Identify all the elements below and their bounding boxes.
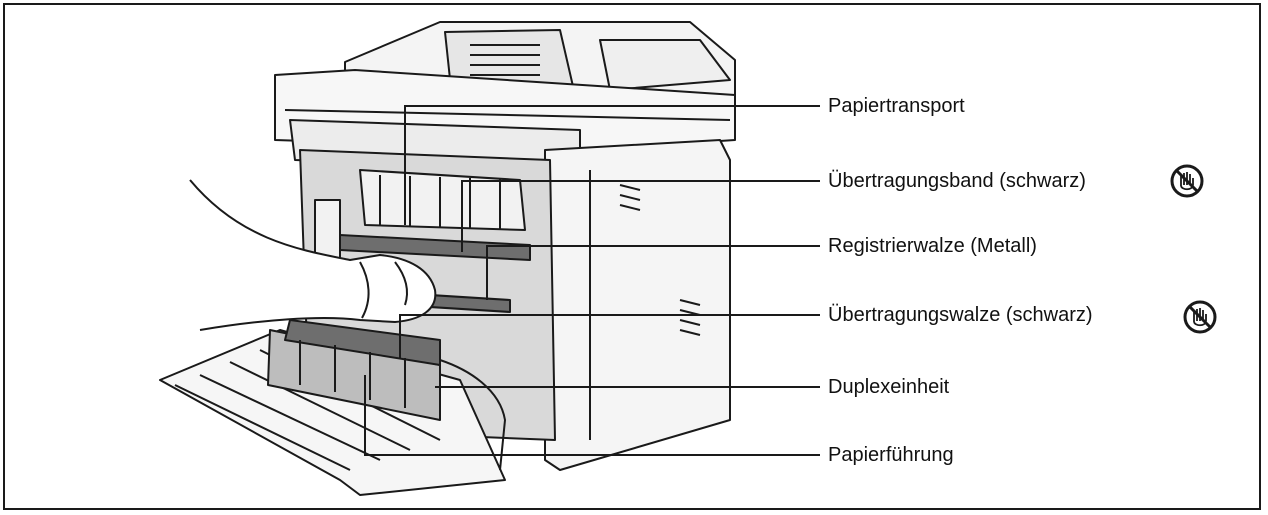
printer-body bbox=[544, 139, 731, 471]
leader-uebertragungswalze bbox=[399, 314, 820, 358]
rear-door bbox=[159, 319, 506, 496]
label-uebertragungswalze: Übertragungswalze (schwarz) bbox=[828, 304, 1093, 326]
label-uebertragungsband: Übertragungsband (schwarz) bbox=[828, 170, 1086, 192]
no-touch-hand-icon bbox=[1170, 164, 1204, 198]
leader-registrierwalze bbox=[486, 245, 820, 300]
label-duplexeinheit: Duplexeinheit bbox=[828, 376, 950, 398]
hand-illustration bbox=[189, 179, 437, 331]
leader-papierfuehrung bbox=[364, 375, 820, 456]
label-papierfuehrung: Papierführung bbox=[828, 444, 954, 466]
label-registrierwalze: Registrierwalze (Metall) bbox=[828, 235, 1037, 257]
label-papiertransport: Papiertransport bbox=[828, 95, 965, 117]
no-touch-hand-icon bbox=[1183, 300, 1217, 334]
leader-uebertragungsband bbox=[461, 180, 820, 252]
diagram-frame bbox=[3, 3, 1261, 510]
leader-papiertransport bbox=[404, 105, 820, 225]
